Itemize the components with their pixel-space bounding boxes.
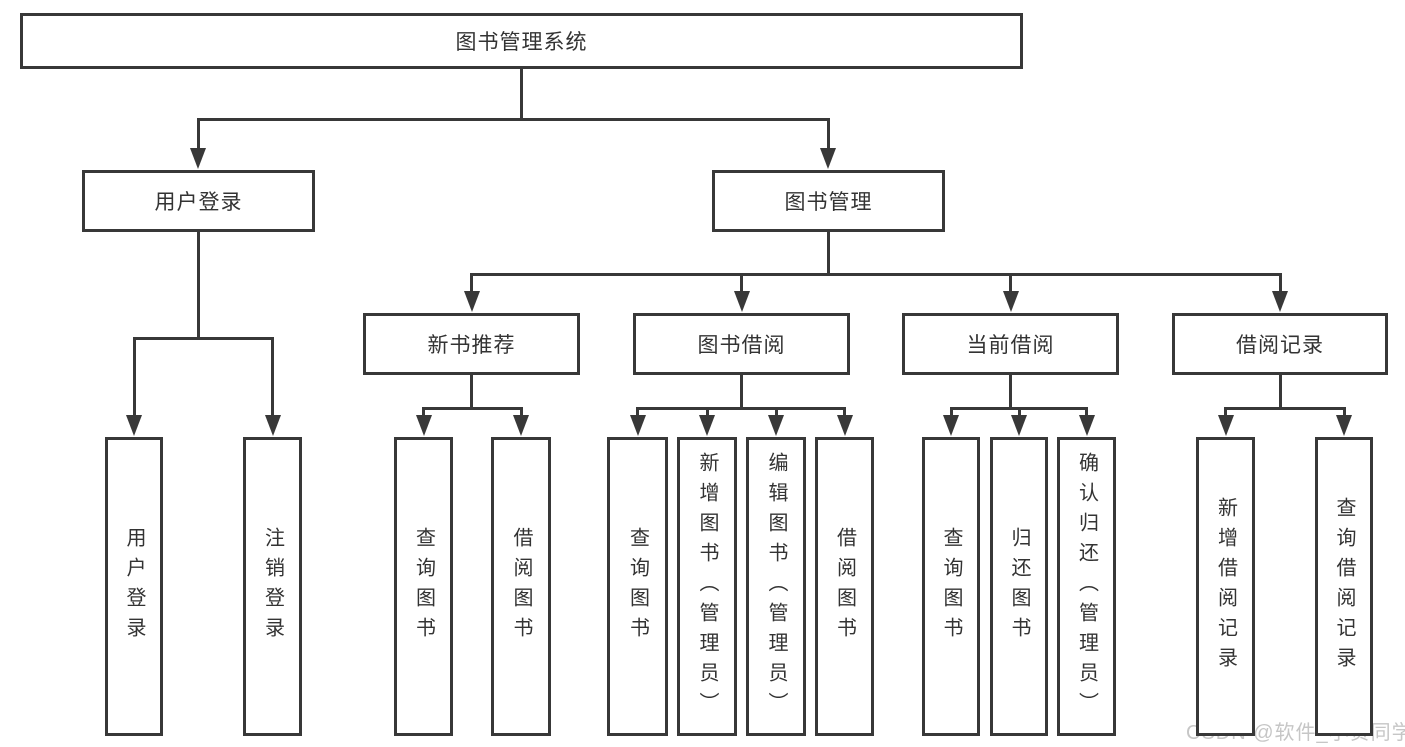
connector-line: [196, 232, 200, 340]
node-label: 查询图书: [412, 526, 435, 647]
node-ul-login: 用户登录: [105, 437, 163, 736]
node-cb-return: 归还图书: [990, 437, 1048, 736]
connector-line: [636, 407, 846, 410]
arrowhead-down-icon: [415, 415, 432, 436]
arrowhead-down-icon: [943, 415, 959, 436]
connector-line: [470, 273, 473, 299]
node-bb-add: 新增图书（管理员）: [677, 437, 737, 736]
node-bb-edit: 编辑图书（管理员）: [746, 437, 806, 736]
node-bb-query: 查询图书: [607, 437, 668, 736]
node-label: 新增图书（管理员）: [696, 451, 718, 722]
connector-line: [422, 407, 523, 410]
connector-line: [196, 118, 830, 121]
node-label: 编辑图书（管理员）: [765, 451, 787, 722]
arrowhead-down-icon: [1336, 415, 1352, 436]
node-user-login: 用户登录: [82, 170, 315, 232]
node-new-book-rec: 新书推荐: [363, 313, 580, 375]
arrowhead-down-icon: [1272, 291, 1288, 312]
node-bb-borrow: 借阅图书: [815, 437, 874, 736]
arrowhead-down-icon: [126, 415, 142, 436]
node-label: 借阅图书: [510, 526, 532, 647]
node-label: 当前借阅: [966, 334, 1055, 357]
node-label: 用户登录: [154, 191, 243, 214]
node-label: 图书借阅: [697, 334, 786, 357]
arrowhead-down-icon: [463, 291, 480, 312]
connector-line: [740, 273, 743, 299]
node-label: 确认归还（管理员）: [1075, 451, 1098, 722]
node-borrow-record: 借阅记录: [1172, 313, 1388, 375]
node-nb-borrow: 借阅图书: [491, 437, 551, 736]
node-label: 注销登录: [261, 526, 284, 647]
node-br-query: 查询借阅记录: [1315, 437, 1373, 736]
connector-line: [271, 337, 274, 423]
node-label: 查询借阅记录: [1333, 496, 1355, 677]
arrowhead-down-icon: [1217, 415, 1234, 436]
connector-line: [1278, 273, 1282, 299]
connector-line: [1009, 273, 1012, 299]
arrowhead-down-icon: [264, 415, 281, 436]
connector-line: [1009, 375, 1012, 410]
arrowhead-down-icon: [820, 148, 836, 169]
arrowhead-down-icon: [1002, 291, 1019, 312]
node-root: 图书管理系统: [20, 13, 1023, 69]
node-label: 借阅记录: [1236, 334, 1324, 357]
arrowhead-down-icon: [1078, 415, 1095, 436]
node-label: 图书管理系统: [455, 31, 588, 54]
connector-line: [470, 273, 1282, 276]
arrowhead-down-icon: [768, 415, 784, 436]
connector-line: [520, 69, 523, 121]
node-cb-query: 查询图书: [922, 437, 980, 736]
node-cb-confirm: 确认归还（管理员）: [1057, 437, 1116, 736]
connector-line: [132, 337, 136, 423]
connector-line: [1224, 407, 1346, 410]
node-nb-query: 查询图书: [394, 437, 453, 736]
node-current-borrow: 当前借阅: [902, 313, 1119, 375]
arrowhead-down-icon: [629, 415, 646, 436]
connector-line: [826, 118, 830, 156]
arrowhead-down-icon: [836, 415, 853, 436]
node-label: 查询图书: [940, 526, 962, 647]
arrowhead-down-icon: [190, 148, 206, 169]
connector-line: [196, 118, 200, 156]
node-label: 用户登录: [123, 526, 145, 647]
node-book-borrow: 图书借阅: [633, 313, 850, 375]
connector-line: [826, 232, 830, 276]
node-ul-logout: 注销登录: [243, 437, 302, 736]
connector-line: [470, 375, 473, 410]
node-label: 归还图书: [1008, 526, 1030, 647]
arrowhead-down-icon: [699, 415, 715, 436]
connector-line: [132, 337, 274, 340]
node-book-mgmt: 图书管理: [712, 170, 945, 232]
node-label: 借阅图书: [833, 526, 856, 647]
node-br-add: 新增借阅记录: [1196, 437, 1255, 736]
node-label: 新书推荐: [427, 334, 516, 357]
arrowhead-down-icon: [1011, 415, 1027, 436]
node-label: 图书管理: [784, 191, 873, 214]
connector-line: [740, 375, 743, 410]
connector-line: [1278, 375, 1282, 410]
arrowhead-down-icon: [513, 415, 529, 436]
arrowhead-down-icon: [733, 291, 750, 312]
node-label: 新增借阅记录: [1214, 496, 1237, 677]
node-label: 查询图书: [626, 526, 649, 647]
